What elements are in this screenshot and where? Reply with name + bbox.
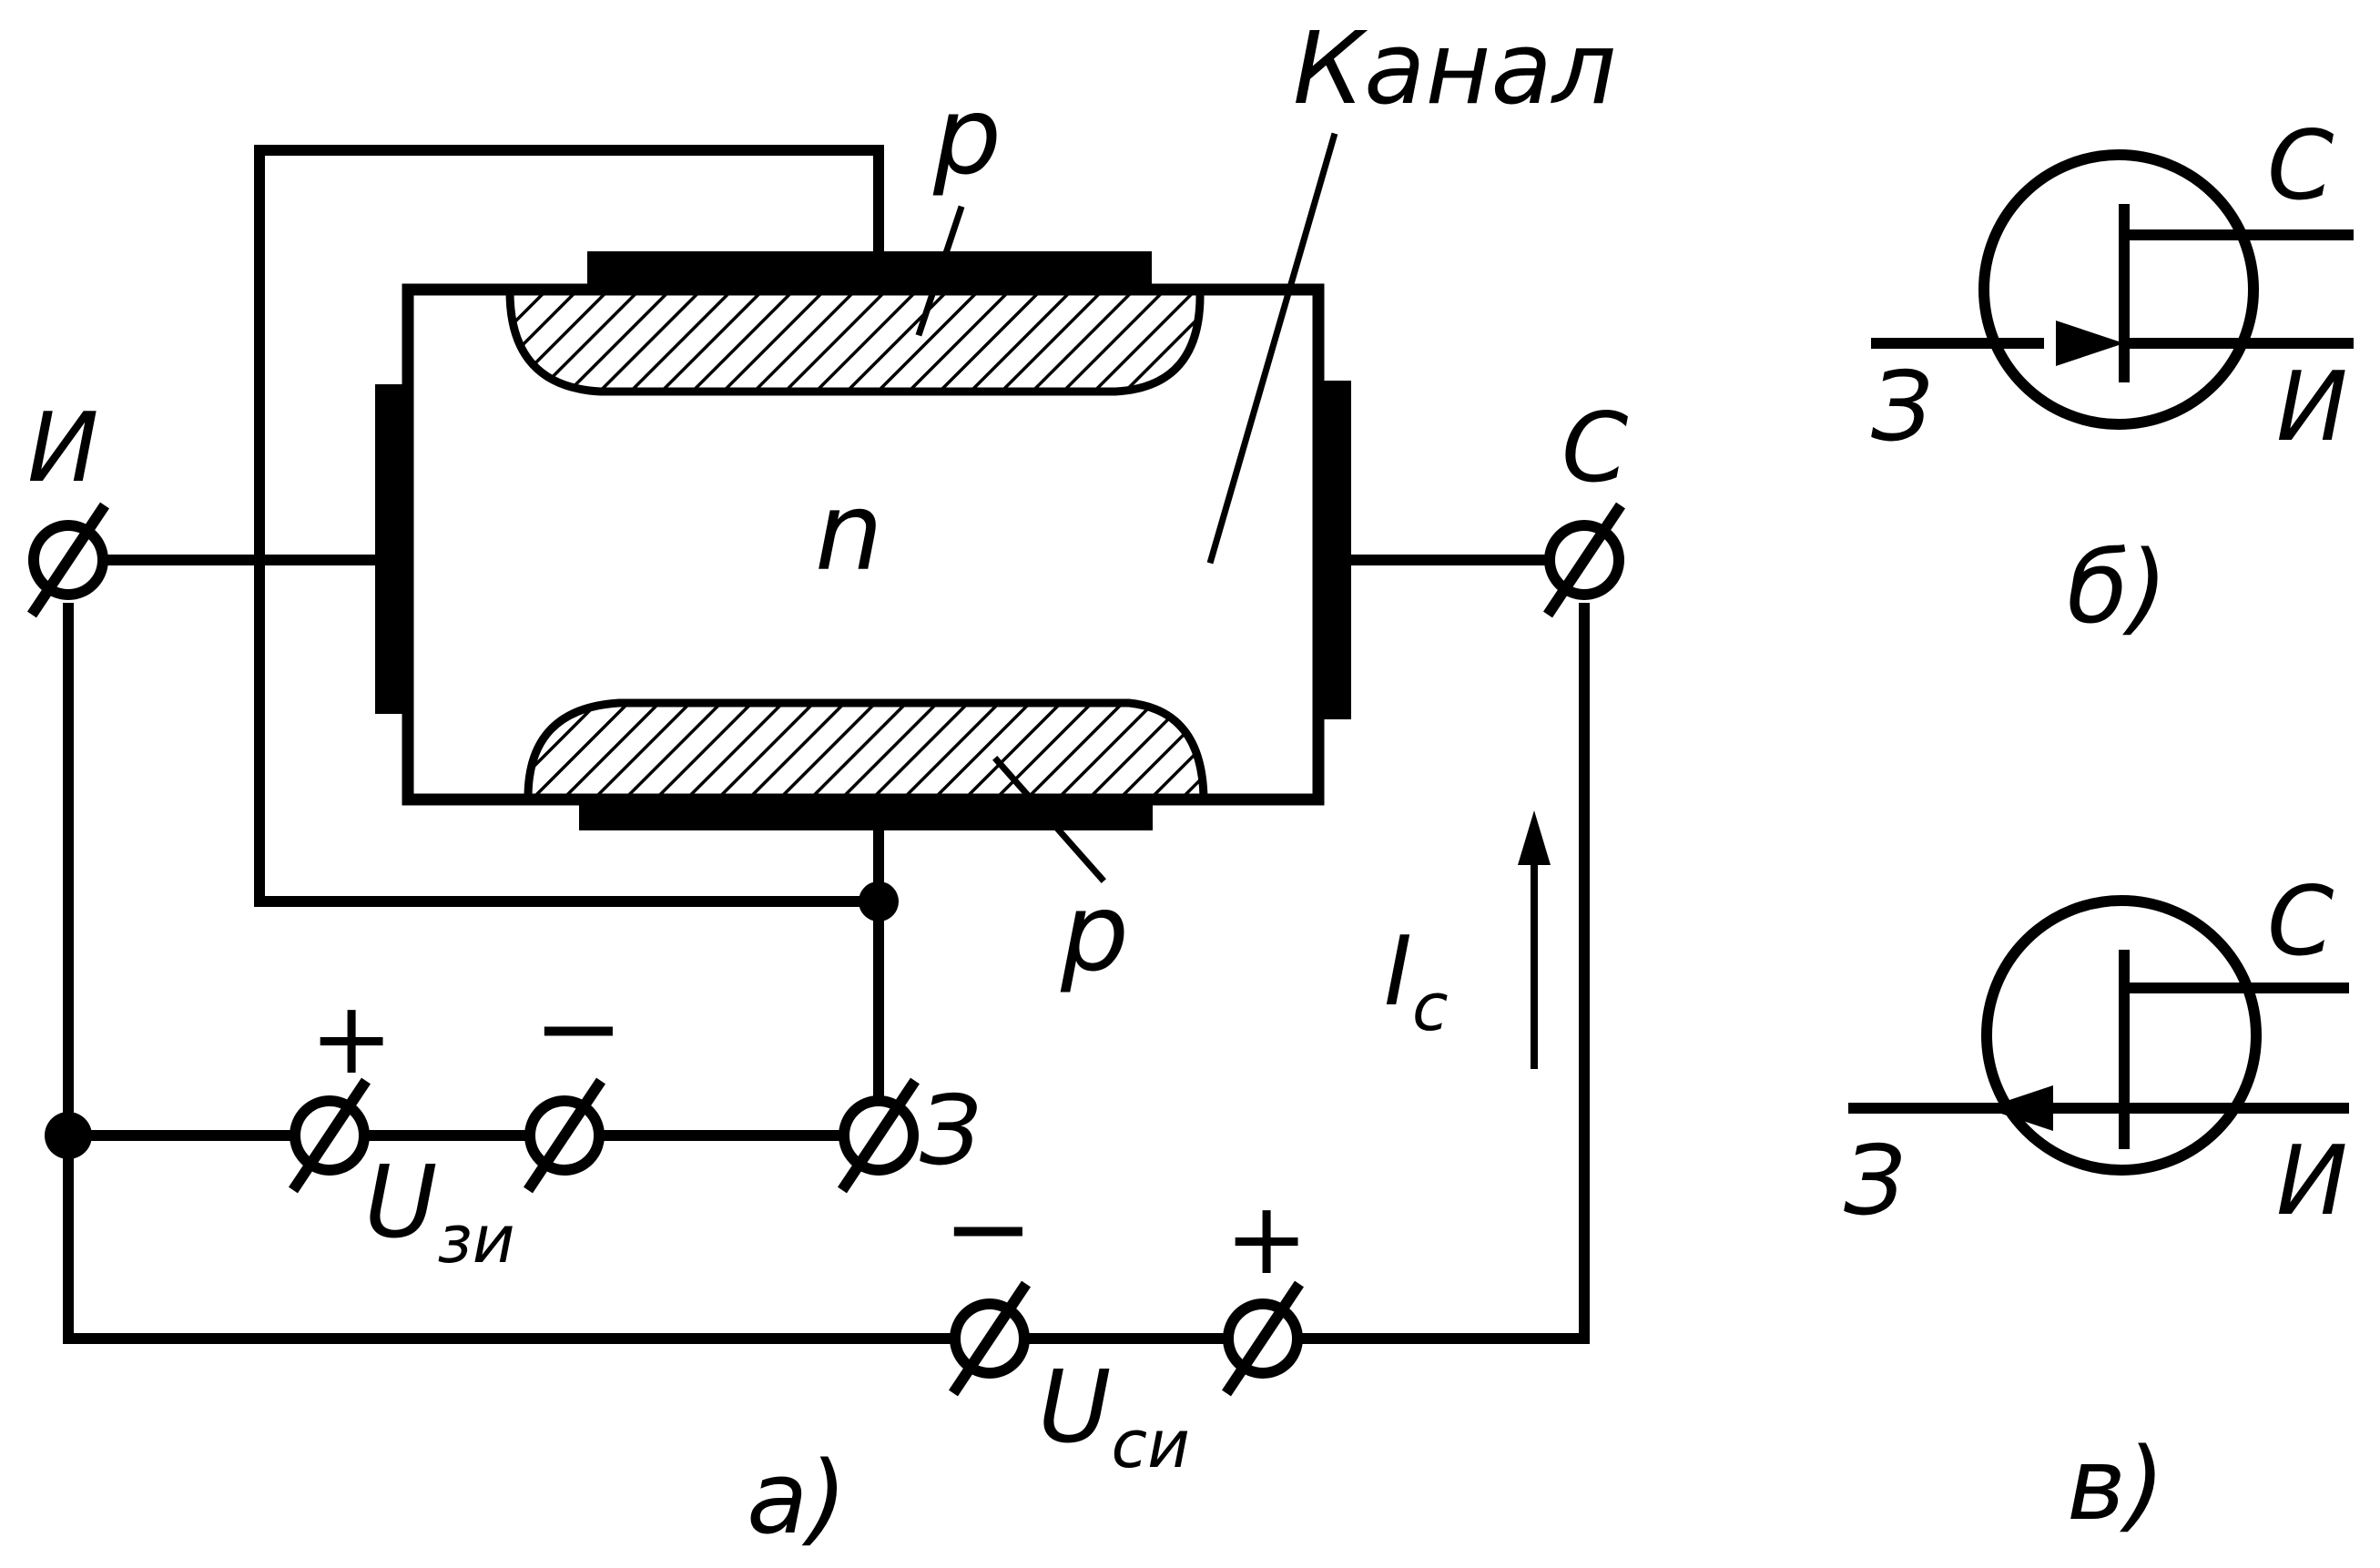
source-junction-dot <box>45 1112 92 1159</box>
symbol-c-source-label: И <box>2276 1125 2348 1237</box>
gate-terminal-label: З <box>920 1075 981 1186</box>
symbol-c-gate-arrow <box>1985 1085 2053 1131</box>
bottom-p-label: p <box>1061 870 1129 995</box>
ds-minus-sign: − <box>942 1166 1034 1292</box>
channel-label: Канал <box>1293 10 1617 127</box>
symbol-b-gate-label: З <box>1871 351 1933 463</box>
source-contact <box>375 384 408 714</box>
symbol-b-circle <box>1978 149 2259 430</box>
symbol-b-gate-arrow <box>2056 321 2124 366</box>
drain-contact <box>1318 381 1351 719</box>
diagram-b-symbol <box>1871 149 2354 430</box>
diagram-c-symbol <box>1848 895 2349 1176</box>
gate-bridge-wire <box>254 145 884 907</box>
drain-current-label: Iс <box>1384 916 1449 1045</box>
diagram-a <box>45 132 1590 1344</box>
ds-minus-terminal <box>949 1280 1031 1397</box>
source-terminal-label: И <box>27 392 99 504</box>
symbol-b-drain-label: С <box>2267 110 2334 221</box>
gs-plus-sign: + <box>310 980 394 1096</box>
gate-junction-dot <box>859 881 899 921</box>
gs-minus-terminal <box>524 1077 605 1194</box>
n-label: n <box>815 469 883 595</box>
bottom-gate-contact <box>579 799 1153 830</box>
symbol-c-drain-label: С <box>2267 866 2334 977</box>
ds-voltage-label: Uси <box>1038 1349 1190 1482</box>
drain-terminal-label: С <box>1561 392 1629 504</box>
caption-b: б) <box>2067 529 2168 646</box>
symbol-c-gate-label: З <box>1844 1125 1906 1237</box>
ds-supply-wire-right <box>1295 603 1590 1344</box>
top-p-region <box>505 287 1205 396</box>
bottom-p-leader-line <box>992 756 1106 883</box>
current-arrow-head <box>1518 810 1551 865</box>
ds-plus-terminal <box>1222 1280 1304 1397</box>
gate-terminal <box>838 1077 920 1194</box>
top-p-label: p <box>933 73 1002 199</box>
ds-plus-sign: + <box>1225 1180 1309 1297</box>
gs-voltage-label: Uзи <box>364 1144 515 1278</box>
top-p-leader-line <box>915 205 965 337</box>
symbol-b-source-label: И <box>2276 351 2348 463</box>
top-gate-contact <box>587 251 1152 290</box>
caption-a: а) <box>747 1440 848 1556</box>
caption-c: в) <box>2067 1426 2165 1543</box>
gs-plus-terminal <box>289 1077 371 1194</box>
terminals-a <box>27 502 1625 1397</box>
symbol-c-circle <box>1981 895 2262 1176</box>
gs-minus-sign: − <box>533 965 625 1092</box>
channel-leader-line <box>1206 132 1338 565</box>
source-terminal <box>27 502 109 618</box>
drain-terminal <box>1543 502 1625 618</box>
bottom-p-region <box>524 698 1208 802</box>
